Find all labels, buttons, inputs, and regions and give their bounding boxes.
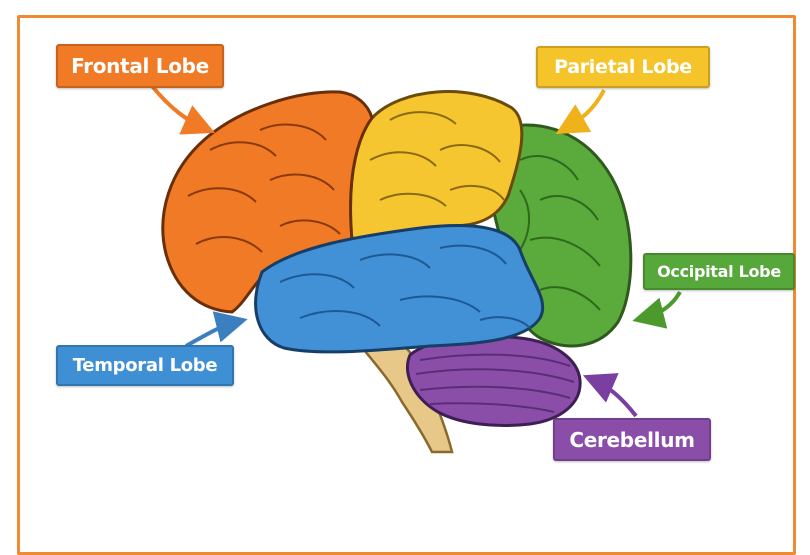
temporal-arrow xyxy=(186,322,236,346)
cerebellum-label: Cerebellum xyxy=(553,418,711,461)
frontal-arrow xyxy=(152,86,204,128)
cerebellum-arrow xyxy=(594,380,636,416)
frontal-lobe-label: Frontal Lobe xyxy=(56,44,224,88)
occipital-lobe-label: Occipital Lobe xyxy=(643,253,795,290)
diagram-canvas: Frontal Lobe Parietal Lobe Occipital Lob… xyxy=(0,0,810,536)
parietal-arrow xyxy=(566,90,604,128)
occipital-arrow xyxy=(644,292,680,318)
parietal-lobe-label: Parietal Lobe xyxy=(536,46,710,88)
temporal-lobe-label: Temporal Lobe xyxy=(56,345,234,386)
